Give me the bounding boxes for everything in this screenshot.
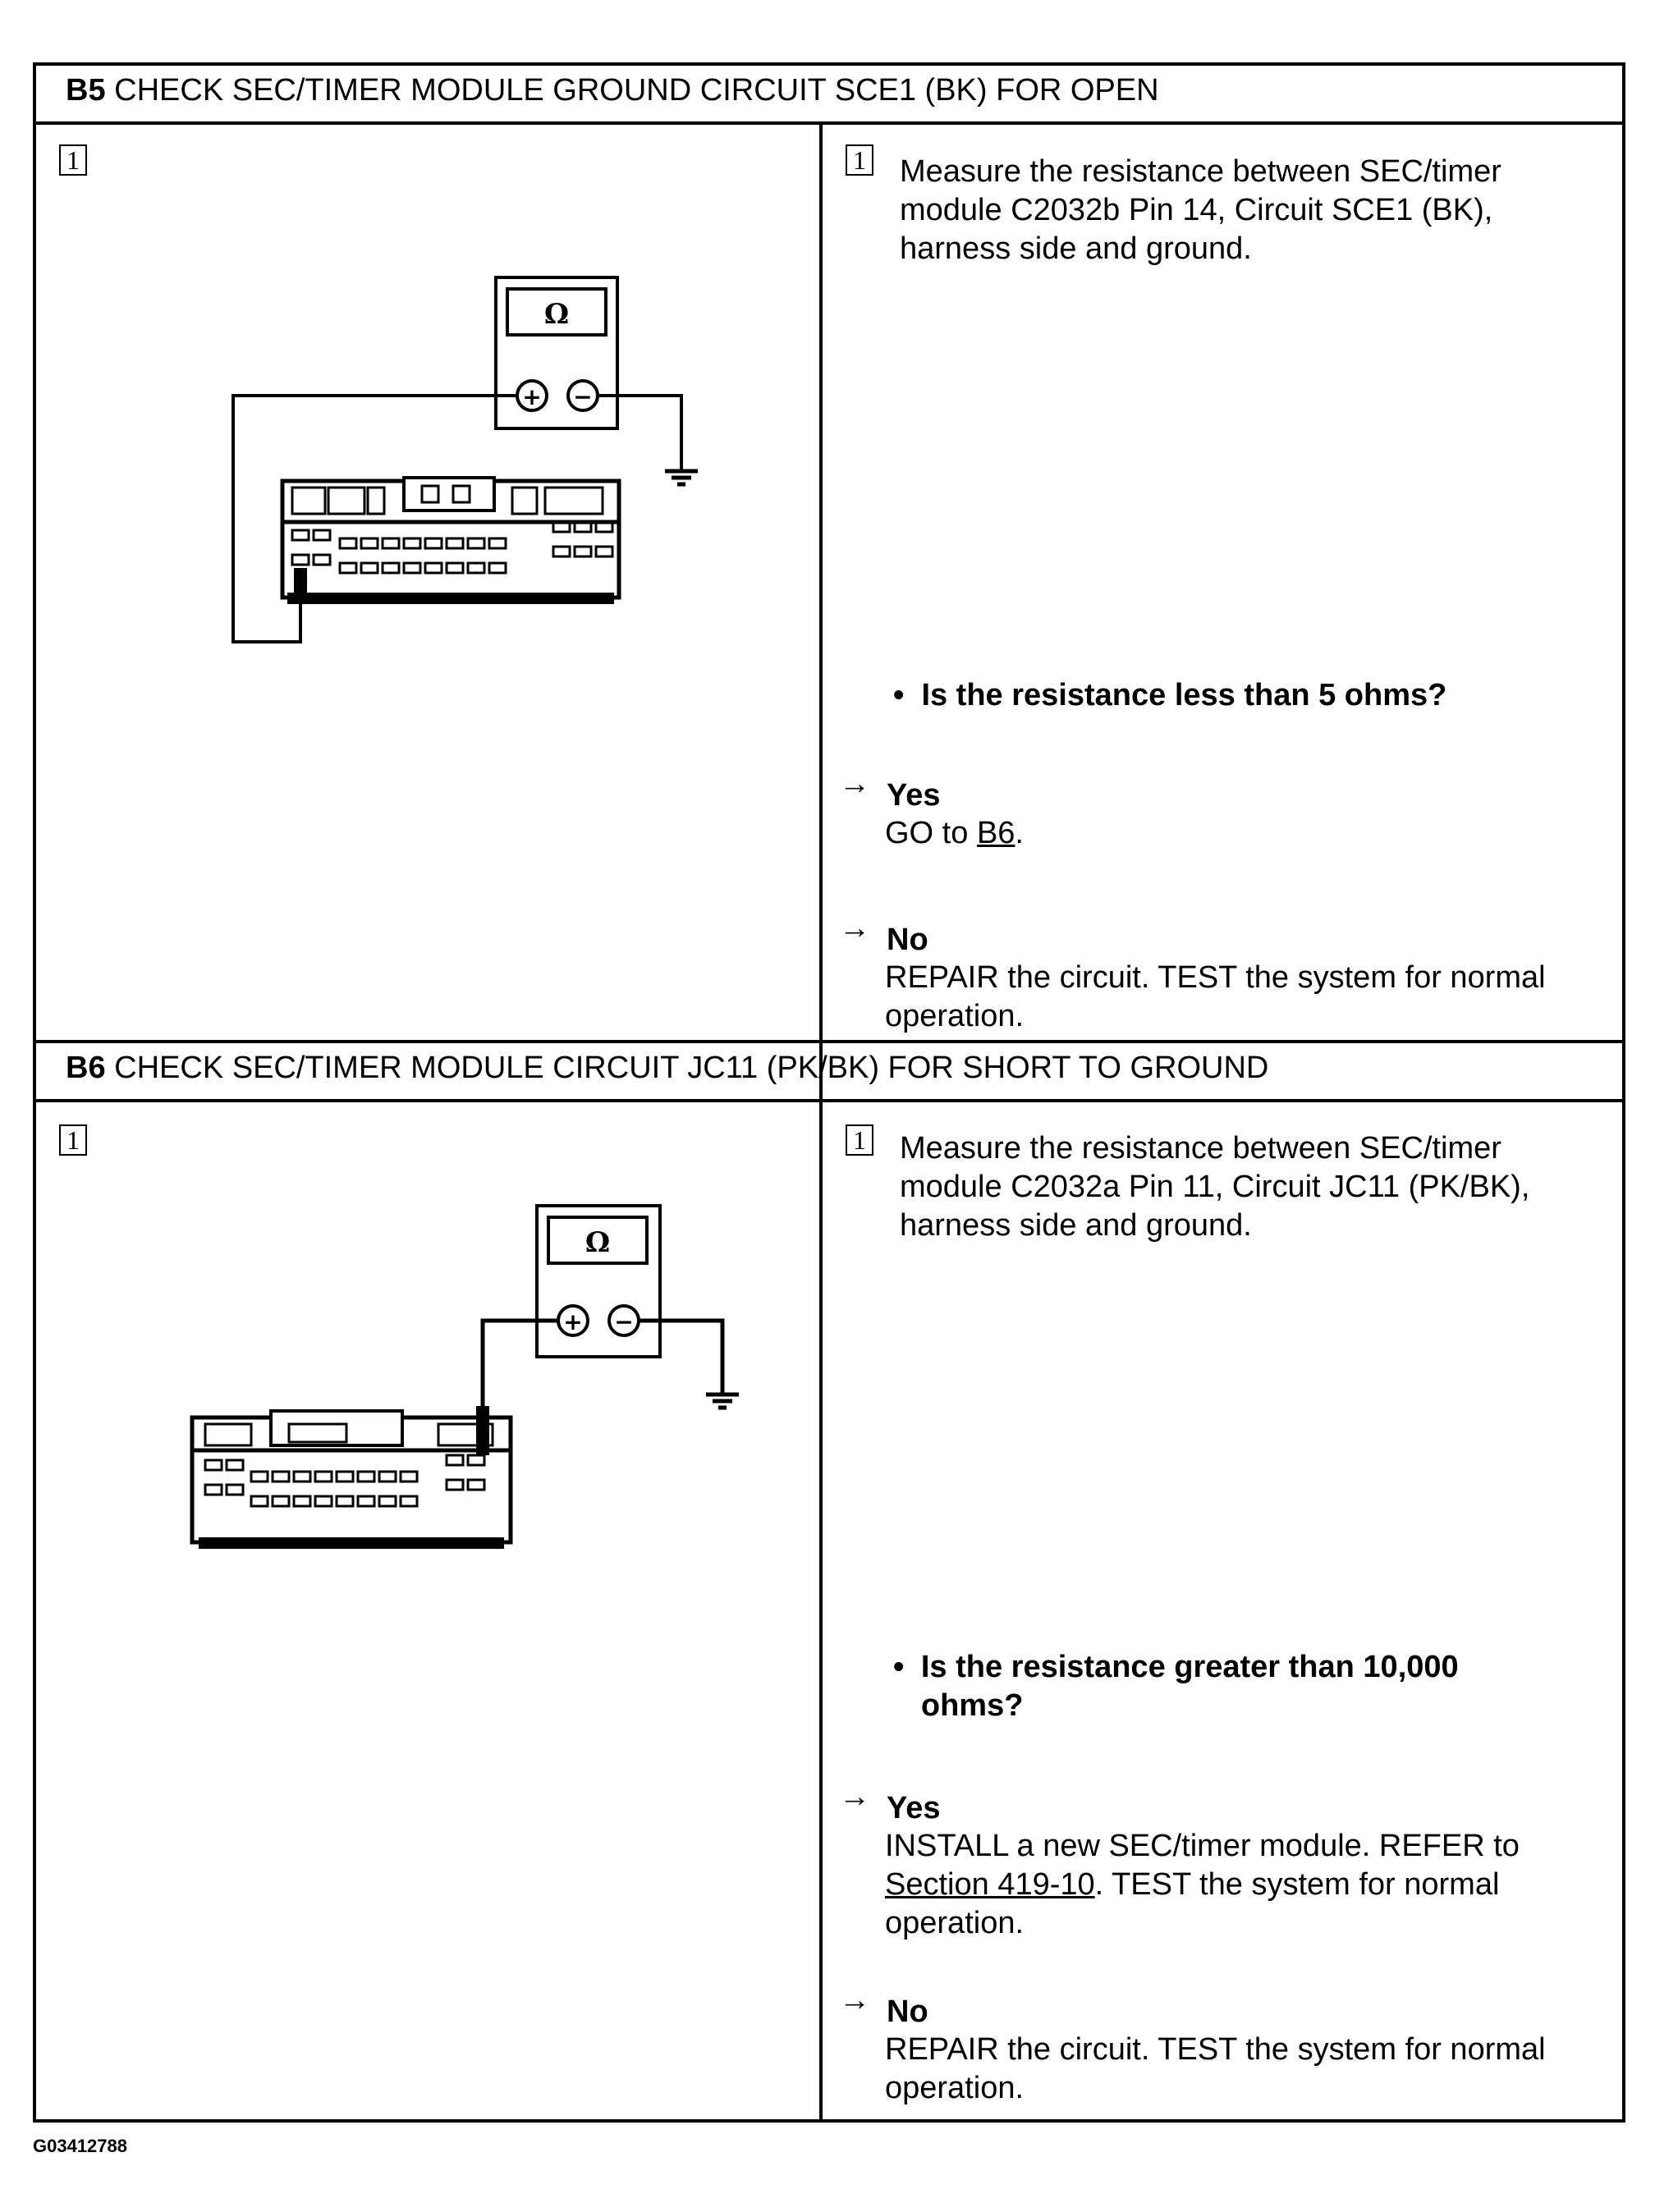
b6-instruction: Measure the resistance between SEC/timer… xyxy=(900,1131,1530,1243)
b6-title: CHECK SEC/TIMER MODULE CIRCUIT JC11 (PK/… xyxy=(114,1051,1269,1085)
bullet: • xyxy=(893,678,905,712)
b6-left-step-box: 1 xyxy=(59,1124,87,1156)
b5-connector-c2032b xyxy=(280,476,621,604)
procedure-table: B5 CHECK SEC/TIMER MODULE GROUND CIRCUIT… xyxy=(33,62,1625,2123)
b6-step-id: B6 xyxy=(66,1051,106,1085)
b5-yes-body: GO to xyxy=(885,816,969,850)
b6-minus-icon: − xyxy=(614,1308,633,1335)
b6-ohm-icon: Ω xyxy=(585,1226,610,1259)
b5-header: B5 CHECK SEC/TIMER MODULE GROUND CIRCUIT… xyxy=(36,66,1622,125)
b6-no-label: No xyxy=(887,1994,928,2029)
b5-ohm-icon: Ω xyxy=(544,298,569,331)
b5-minus-icon: − xyxy=(573,383,592,410)
b5-column-divider xyxy=(819,125,823,1101)
b6-column-divider xyxy=(819,1102,823,2120)
b5-meter-display xyxy=(506,287,607,337)
b5-plus-icon: + xyxy=(522,383,541,410)
b6-right-step-box: 1 xyxy=(846,1124,873,1156)
b5-ground-icon xyxy=(665,469,698,487)
b5-title: CHECK SEC/TIMER MODULE GROUND CIRCUIT SC… xyxy=(114,73,1159,108)
b5-right-step-box: 1 xyxy=(846,144,873,176)
b5-no-arrow-icon: → xyxy=(839,911,870,946)
b6-connector-c2032a xyxy=(190,1406,513,1549)
section-divider xyxy=(36,1040,1622,1043)
b6-yes-after: . TEST the system for normal operation. xyxy=(885,1867,1500,1940)
b5-yes-label: Yes xyxy=(887,778,941,813)
b5-no-text: REPAIR the circuit. TEST the system for … xyxy=(885,960,1546,1033)
figure-id: G03412788 xyxy=(33,2136,127,2156)
b5-negative-lead xyxy=(598,394,683,469)
b6-yes-label: Yes xyxy=(887,1791,941,1825)
b6-yes-body: INSTALL a new SEC/timer module. REFER to xyxy=(885,1829,1520,1863)
b5-yes-text: GO to B6. xyxy=(885,814,1607,853)
b6-no-text: REPAIR the circuit. TEST the system for … xyxy=(885,2032,1546,2105)
b6-yes-arrow-icon: → xyxy=(839,1779,870,1814)
b6-question-text: Is the resistance greater than 10,000 oh… xyxy=(920,1650,1459,1723)
bullet: • xyxy=(893,1650,905,1684)
b6-question: • Is the resistance greater than 10,000 … xyxy=(893,1648,1599,1725)
b6-positive-lead xyxy=(480,1318,558,1406)
b6-link[interactable]: B6 xyxy=(976,816,1015,850)
b5-step-id: B5 xyxy=(66,73,106,108)
b5-left-step-box: 1 xyxy=(59,144,87,176)
b6-header: B6 CHECK SEC/TIMER MODULE CIRCUIT JC11 (… xyxy=(36,1043,1622,1102)
b5-question: • Is the resistance less than 5 ohms? xyxy=(893,676,1599,715)
b6-ground-icon xyxy=(706,1392,739,1410)
b5-no-label: No xyxy=(887,923,928,957)
section-419-10-link[interactable]: Section 419-10 xyxy=(885,1867,1095,1902)
b5-yes-arrow-icon: → xyxy=(839,767,870,801)
b6-meter-diagram: Ω + − xyxy=(190,1204,739,1549)
b5-instruction: Measure the resistance between SEC/timer… xyxy=(900,154,1501,266)
b5-positive-lead xyxy=(232,394,517,643)
b5-yes-after: . xyxy=(1015,816,1024,850)
b5-question-text: Is the resistance less than 5 ohms? xyxy=(921,678,1447,712)
b6-meter-display xyxy=(547,1216,649,1265)
b6-no-arrow-icon: → xyxy=(839,1983,870,2017)
b6-yes-text: INSTALL a new SEC/timer module. REFER to… xyxy=(885,1827,1607,1943)
b6-negative-lead xyxy=(639,1318,725,1393)
b5-meter-diagram: Ω + − xyxy=(232,276,698,643)
b6-plus-icon: + xyxy=(563,1308,582,1335)
